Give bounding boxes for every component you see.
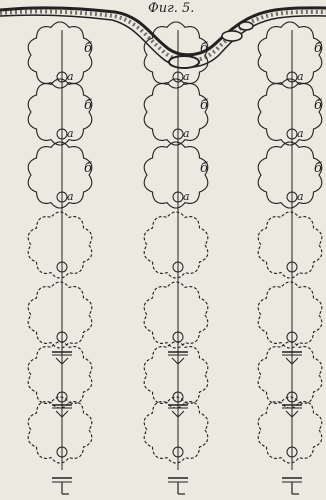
label-a: а: [183, 190, 190, 203]
label-a: а: [297, 70, 304, 83]
scalloped-circle: [28, 79, 92, 145]
surface-cell: [222, 31, 242, 41]
label-a: а: [183, 70, 190, 83]
label-b: б: [200, 41, 208, 56]
label-b: б: [84, 41, 92, 56]
scalloped-circle: [144, 212, 208, 278]
label-b: б: [84, 98, 92, 113]
scalloped-circle: [258, 397, 322, 463]
scalloped-circle: [28, 142, 92, 208]
surface-inner-line: [0, 15, 326, 67]
label-b: б: [314, 161, 322, 176]
scalloped-circle: [28, 212, 92, 278]
label-b: б: [200, 161, 208, 176]
label-a: а: [67, 127, 74, 140]
label-b: б: [200, 98, 208, 113]
label-a: а: [67, 70, 74, 83]
label-a: а: [183, 127, 190, 140]
surface-cell: [239, 22, 253, 30]
label-b: б: [314, 41, 322, 56]
label-a: а: [297, 190, 304, 203]
surface-hatching: [0, 12, 326, 61]
label-b: б: [314, 98, 322, 113]
scalloped-circle: [258, 142, 322, 208]
scalloped-circle: [144, 282, 208, 348]
scalloped-circle: [144, 79, 208, 145]
label-b: б: [84, 161, 92, 176]
scalloped-circle: [28, 397, 92, 463]
scalloped-circle: [144, 142, 208, 208]
figure-caption: Фиг. 5.: [148, 1, 194, 16]
scalloped-circle: [258, 282, 322, 348]
surface-oval-cell: [169, 56, 199, 68]
scalloped-circle: [28, 282, 92, 348]
scalloped-circle: [258, 22, 322, 88]
scalloped-circle: [28, 22, 92, 88]
scalloped-circle: [258, 212, 322, 278]
scalloped-circle: [144, 397, 208, 463]
label-a: а: [67, 190, 74, 203]
scalloped-circle: [258, 79, 322, 145]
label-a: а: [297, 127, 304, 140]
